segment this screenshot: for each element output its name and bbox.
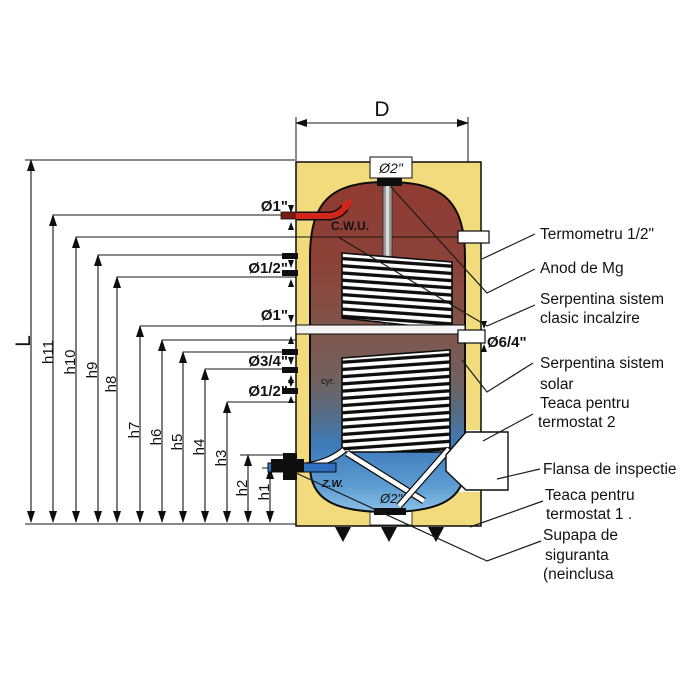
dimension-d: D bbox=[295, 98, 469, 164]
dim-label-h3: h3 bbox=[213, 450, 230, 467]
bottom-port: Ø2" bbox=[374, 491, 406, 515]
dimension-labels-left: L h11 h10 h9 h8 h7 h6 h5 h4 h3 h2 h1 bbox=[12, 335, 273, 500]
top-port-label: Ø2" bbox=[378, 160, 404, 176]
callout-sleeve-t1-2: termostat 1 . bbox=[546, 506, 632, 523]
leader-thermometer bbox=[481, 233, 536, 260]
marker-half1-up bbox=[288, 279, 294, 287]
port-label-1in-top: Ø1" bbox=[261, 198, 288, 215]
dim-label-h7: h7 bbox=[126, 422, 143, 439]
bottom-port-stub bbox=[374, 508, 406, 515]
dim-label-h6: h6 bbox=[148, 429, 165, 446]
dim-label-h1: h1 bbox=[256, 484, 273, 501]
tank-legs bbox=[335, 527, 444, 542]
marker-half2-up bbox=[288, 396, 294, 403]
left-port-labels: Ø1" Ø1/2" Ø1" Ø3/4" Ø1/2" bbox=[248, 198, 288, 400]
callout-thermometer: Termometru 1/2" bbox=[540, 226, 654, 243]
dim-label-h9: h9 bbox=[84, 362, 101, 379]
port-markers-left bbox=[288, 205, 294, 403]
leader-lines bbox=[295, 186, 544, 562]
callout-valve-3: (neinclusa bbox=[543, 566, 614, 583]
marker-64-up bbox=[481, 344, 487, 352]
leader-anode bbox=[390, 186, 536, 294]
port-label-half-upper: Ø1/2" bbox=[248, 260, 288, 277]
marker-tq-down bbox=[288, 357, 294, 365]
top-port-stub bbox=[377, 178, 402, 186]
marker-half1-down bbox=[288, 260, 294, 268]
callout-coil-solar-2: solar bbox=[540, 376, 574, 393]
leg-left bbox=[335, 527, 351, 542]
leader-valve bbox=[295, 472, 542, 562]
leader-coil-classic bbox=[337, 236, 536, 327]
marker-cwu-down bbox=[288, 205, 294, 213]
dim-label-h8: h8 bbox=[103, 376, 120, 393]
port-label-64: Ø6/4" bbox=[487, 334, 527, 351]
port-label-half-lower: Ø1/2" bbox=[248, 383, 288, 400]
callout-sleeve-t1-1: Teaca pentru bbox=[545, 487, 635, 504]
tank-inner-texts: C.W.U. Z.W. cyr. bbox=[321, 219, 369, 490]
bottom-port-label: Ø2" bbox=[379, 491, 403, 506]
cold-water-inlet bbox=[267, 453, 337, 480]
left-port-stubs bbox=[282, 253, 298, 394]
safety-valve-tee bbox=[271, 459, 304, 472]
callout-sleeve-t2-2: termostat 2 bbox=[538, 414, 616, 431]
cwu-text: C.W.U. bbox=[331, 219, 369, 233]
callout-coil-solar-1: Serpentina sistem bbox=[540, 355, 664, 372]
thermometer-stub bbox=[457, 230, 490, 244]
coil-solar bbox=[341, 349, 451, 453]
leg-center bbox=[381, 527, 397, 542]
marker-half2-down bbox=[288, 380, 294, 387]
inspection-flange bbox=[445, 431, 509, 491]
dim-label-h2: h2 bbox=[234, 480, 251, 497]
leader-flange bbox=[496, 468, 541, 480]
callout-coil-classic-1: Serpentina sistem bbox=[540, 291, 664, 308]
hot-water-outlet bbox=[280, 199, 353, 221]
circulation-text: cyr. bbox=[321, 376, 335, 386]
pipe-b bbox=[397, 447, 451, 508]
callout-labels: Termometru 1/2" Anod de Mg Serpentina si… bbox=[538, 226, 677, 583]
callout-anode: Anod de Mg bbox=[540, 260, 624, 277]
leader-sleeve-t2 bbox=[482, 413, 534, 442]
stub-half-upper bbox=[282, 270, 298, 276]
leader-sleeve-t1 bbox=[469, 500, 544, 528]
zw-text: Z.W. bbox=[321, 478, 343, 490]
dim-label-h10: h10 bbox=[62, 349, 79, 374]
cwu-arrow-tip bbox=[340, 199, 353, 210]
callout-sleeve-t2-1: Teaca pentru bbox=[540, 395, 630, 412]
marker-cwu-up bbox=[288, 222, 294, 230]
leader-coil-solar bbox=[461, 359, 534, 393]
coil-classic bbox=[341, 252, 453, 331]
callout-flange: Flansa de inspectie bbox=[543, 461, 677, 478]
circulation-pipe bbox=[295, 324, 466, 335]
dim-label-L: L bbox=[12, 335, 35, 347]
stub-three-quarter bbox=[282, 367, 298, 373]
stub-h9 bbox=[282, 253, 298, 259]
dim-label-D: D bbox=[374, 98, 389, 121]
callout-valve-2: siguranta bbox=[545, 547, 609, 564]
dim-label-h11: h11 bbox=[40, 340, 57, 364]
dim-label-h5: h5 bbox=[169, 434, 186, 451]
callout-coil-classic-2: clasic incalzire bbox=[540, 310, 640, 327]
anode-highlight bbox=[386, 186, 389, 324]
dimension-lines-left bbox=[25, 159, 296, 525]
port-label-three-quarter: Ø3/4" bbox=[248, 353, 288, 370]
leg-right bbox=[428, 527, 444, 542]
marker-mid-down bbox=[288, 315, 294, 323]
stub-h5 bbox=[282, 349, 298, 355]
solar-coil-stub bbox=[457, 329, 486, 344]
stub-half-lower bbox=[282, 388, 298, 394]
dim-label-h4: h4 bbox=[191, 439, 208, 456]
top-port: Ø2" bbox=[369, 156, 413, 186]
marker-mid-up bbox=[288, 336, 294, 344]
callout-valve-1: Supapa de bbox=[543, 527, 618, 544]
port-label-1in-mid: Ø1" bbox=[261, 307, 288, 324]
